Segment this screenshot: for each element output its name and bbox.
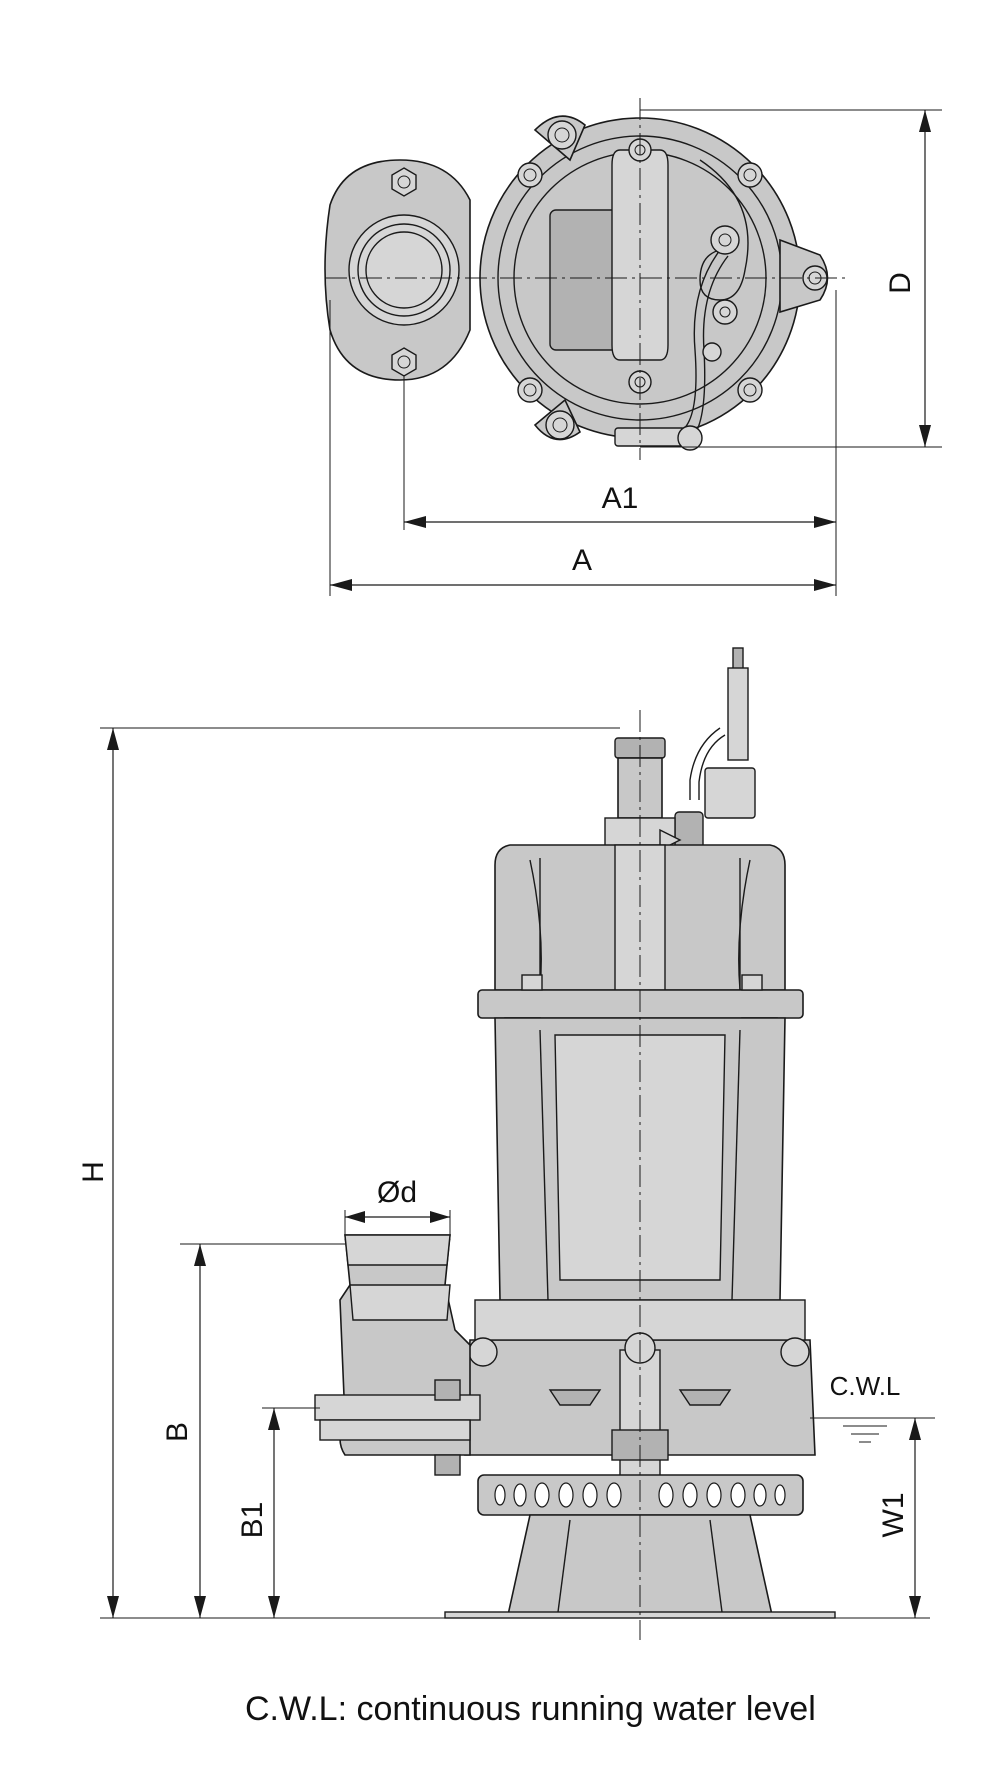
- water-level-tag: C.W.L: [830, 1371, 901, 1401]
- dimension-h-label: H: [77, 1161, 110, 1183]
- dimension-d-diameter-label: Ød: [377, 1176, 417, 1209]
- caption: C.W.L: continuous running water level: [245, 1690, 816, 1728]
- strainer-holes: [494, 1482, 786, 1508]
- dimension-a-label: A: [572, 544, 592, 577]
- dimension-w1-label: W1: [877, 1493, 910, 1538]
- front-view: Ød H B B1 W1 C.W.L: [77, 647, 935, 1640]
- dimension-b-label: B: [161, 1422, 194, 1442]
- dimension-b1-label: B1: [236, 1502, 269, 1539]
- dimension-a1-label: A1: [602, 482, 639, 515]
- top-view: D A1 A: [324, 98, 942, 596]
- dimension-d-label: D: [884, 272, 917, 294]
